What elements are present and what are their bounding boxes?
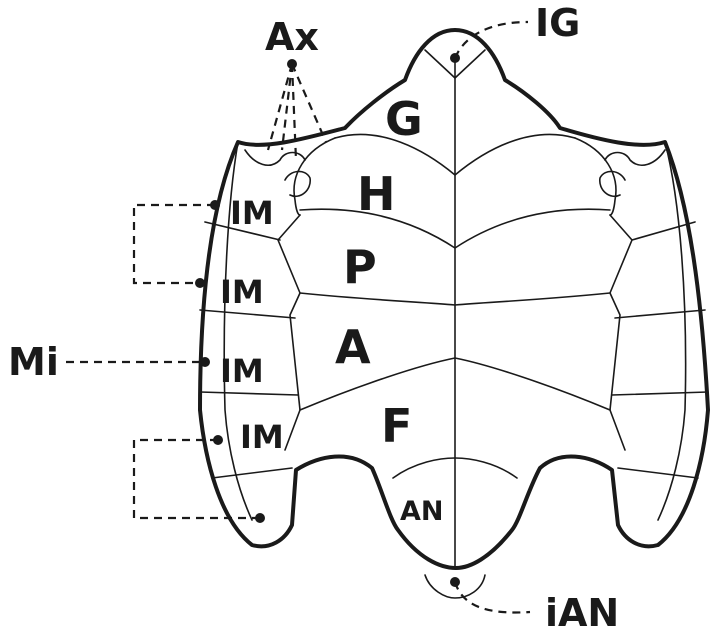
marginal-dot-1 bbox=[210, 200, 220, 210]
axillary-leader-1 bbox=[266, 63, 294, 151]
intergular-scute bbox=[424, 49, 486, 79]
axillary-leader-4 bbox=[290, 63, 328, 143]
left-im-seam-4 bbox=[211, 467, 293, 479]
pectoro-abdominal-seam bbox=[299, 292, 611, 306]
right-im-seam-3 bbox=[611, 391, 709, 396]
marginal-bracket-upper bbox=[132, 203, 215, 285]
marginal-dot-2 bbox=[195, 278, 205, 288]
label-femoral: F bbox=[381, 399, 412, 453]
axillary-leader-2 bbox=[280, 63, 294, 151]
plastron-outline bbox=[198, 28, 710, 570]
humeral-boundary-left bbox=[293, 137, 336, 216]
interanal-dot bbox=[450, 577, 460, 587]
axillary-scutes-left bbox=[244, 149, 311, 197]
abdomino-femoral-seam bbox=[299, 357, 611, 411]
label-interanal: iAN bbox=[545, 591, 619, 635]
marginal-dot-3 bbox=[200, 357, 210, 367]
label-inframarginal-4: IM bbox=[240, 418, 284, 456]
left-im-seam-1 bbox=[204, 221, 281, 241]
label-humeral: H bbox=[357, 167, 396, 221]
intergular-leader bbox=[453, 20, 529, 59]
marginal-dot-5 bbox=[255, 513, 265, 523]
marginal-dot-4 bbox=[213, 435, 223, 445]
femoro-anal-seam bbox=[392, 457, 518, 479]
humero-pectoral-seam bbox=[299, 208, 611, 249]
label-marginals: Mi bbox=[8, 340, 59, 384]
label-inframarginal-3: IM bbox=[220, 352, 264, 390]
left-marginal-column bbox=[223, 141, 253, 521]
right-im-seam-4 bbox=[617, 467, 699, 479]
left-im-seam-2 bbox=[199, 309, 296, 319]
label-axillary: Ax bbox=[265, 15, 319, 59]
gular-seam bbox=[334, 133, 576, 176]
bridge-boundary-left bbox=[277, 214, 301, 451]
axillary-scutes-right bbox=[599, 149, 666, 197]
interanal-leader bbox=[453, 581, 531, 614]
label-inframarginal-1: IM bbox=[230, 194, 274, 232]
label-gular: G bbox=[385, 92, 423, 146]
left-im-seam-3 bbox=[199, 391, 299, 396]
humeral-boundary-right bbox=[574, 137, 617, 216]
label-pectoral: P bbox=[343, 240, 377, 294]
axillary-leader-3 bbox=[290, 63, 298, 161]
marginal-bracket-lower bbox=[132, 438, 260, 520]
bridge-boundary-right bbox=[609, 214, 633, 451]
right-marginal-column bbox=[657, 141, 687, 521]
intergular-dot bbox=[450, 53, 460, 63]
label-intergular: IG bbox=[535, 1, 580, 45]
label-inframarginal-2: IM bbox=[220, 273, 264, 311]
label-abdominal: A bbox=[335, 320, 371, 374]
right-im-seam-1 bbox=[631, 221, 696, 241]
label-anal: AN bbox=[400, 496, 444, 527]
axillary-dot bbox=[287, 59, 297, 69]
right-im-seam-2 bbox=[614, 309, 706, 319]
interanal-scute bbox=[424, 574, 486, 599]
